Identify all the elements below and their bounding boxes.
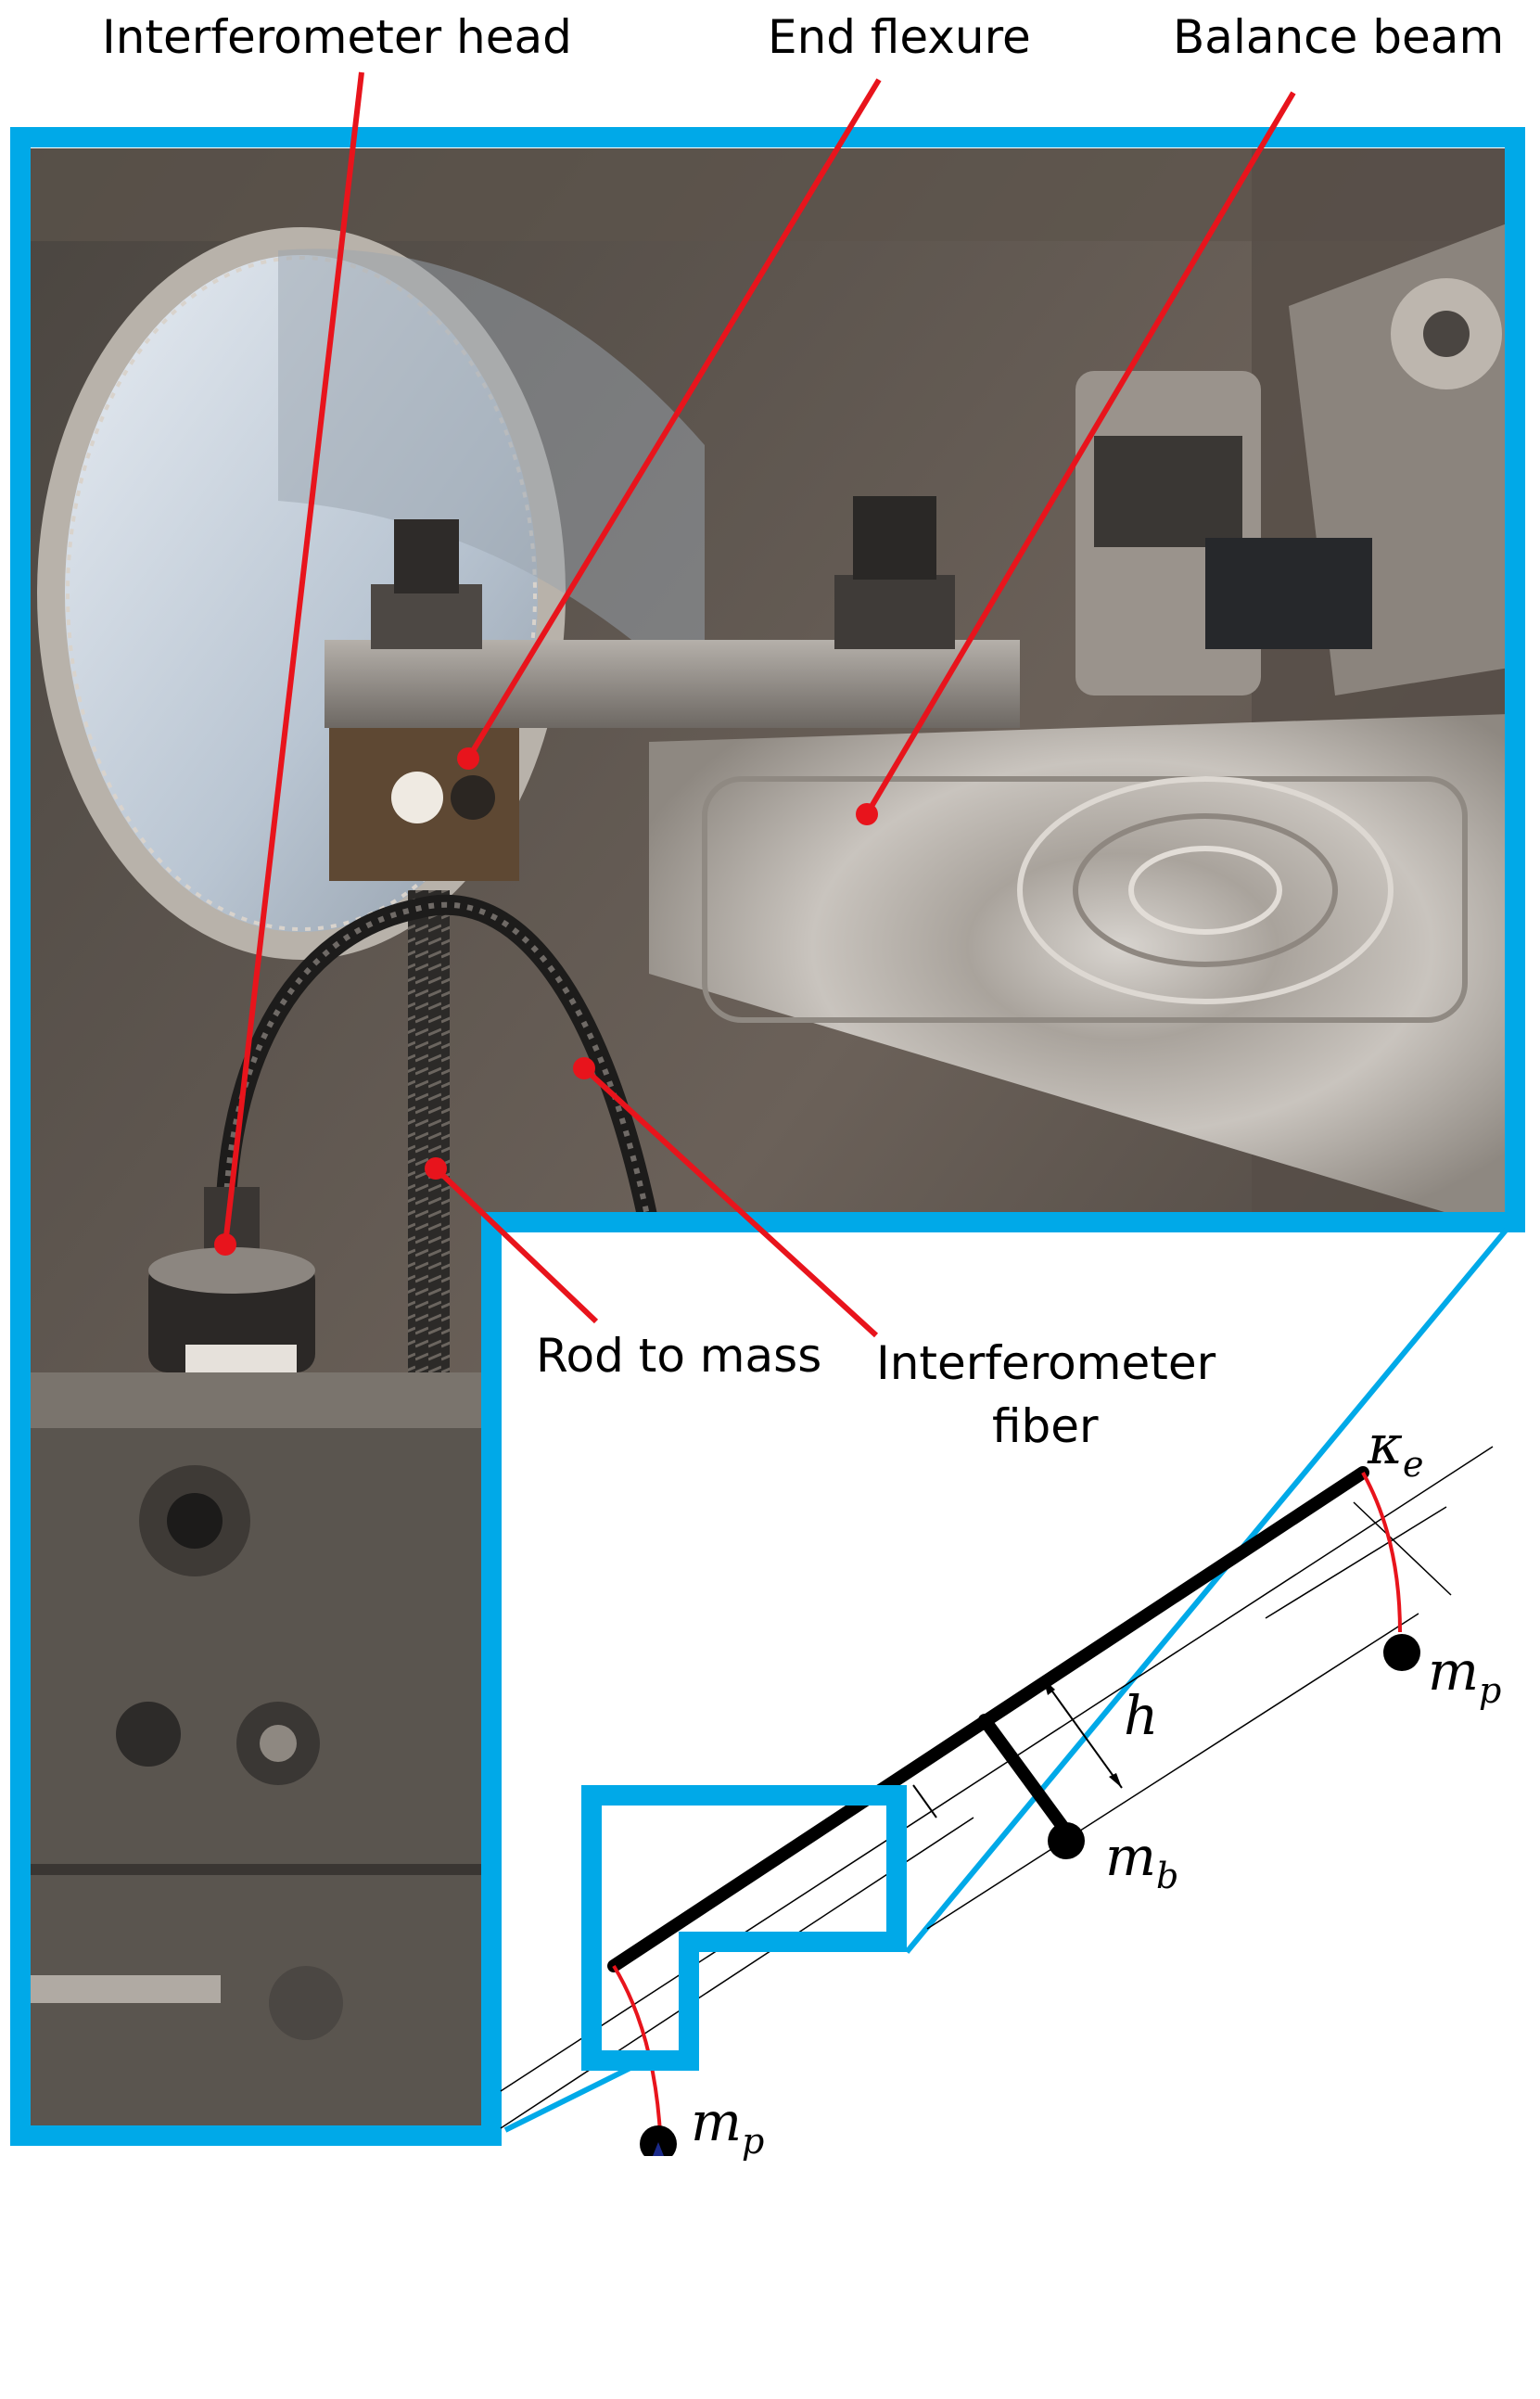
leader-interferometer-fiber: [581, 1066, 879, 1338]
flexure-tangent: [1353, 1501, 1452, 1596]
leader-rod-to-mass: [433, 1166, 599, 1324]
label-end-flexure: End flexure: [768, 10, 1031, 64]
schematic: κe h mp mb mp: [500, 1413, 1501, 2184]
leaders: [214, 71, 1296, 1338]
label-interferometer-fiber-line1: Interferometer: [876, 1336, 1216, 1390]
label-rod-to-mass: Rod to mass: [536, 1329, 822, 1383]
end-flexure-right: [1361, 1472, 1402, 1633]
end-flexure-left: [612, 1964, 662, 2134]
inset-frame: [581, 1785, 907, 2071]
guide-line-mass: [926, 1613, 1419, 1930]
guide-line-pan: [1265, 1506, 1447, 1619]
label-interferometer-fiber-line2: fiber: [992, 1399, 1099, 1453]
leader-balance-beam: [864, 91, 1296, 816]
m-p-right-label: mp: [1428, 1640, 1501, 1711]
support-bar: [325, 640, 1020, 728]
h-label: h: [1124, 1684, 1158, 1747]
beam-mass: [1048, 1822, 1085, 1859]
photo: [26, 148, 1509, 2130]
pan-mass-right: [1383, 1634, 1420, 1671]
m-b-label: mb: [1105, 1825, 1178, 1896]
label-interferometer-head: Interferometer head: [102, 10, 572, 64]
leader-interferometer-head: [223, 71, 364, 1245]
center-of-mass-arm: [978, 1714, 1073, 1838]
h-dimension-line: [1042, 1678, 1123, 1789]
m-p-left-label: mp: [691, 2090, 764, 2162]
label-balance-beam: Balance beam: [1173, 10, 1505, 64]
zoom-connector-upper: [904, 1224, 1512, 1954]
kappa-e-label: κe: [1367, 1413, 1424, 1485]
leader-end-flexure: [465, 78, 882, 760]
guide-line-upper: [500, 1446, 1494, 2092]
